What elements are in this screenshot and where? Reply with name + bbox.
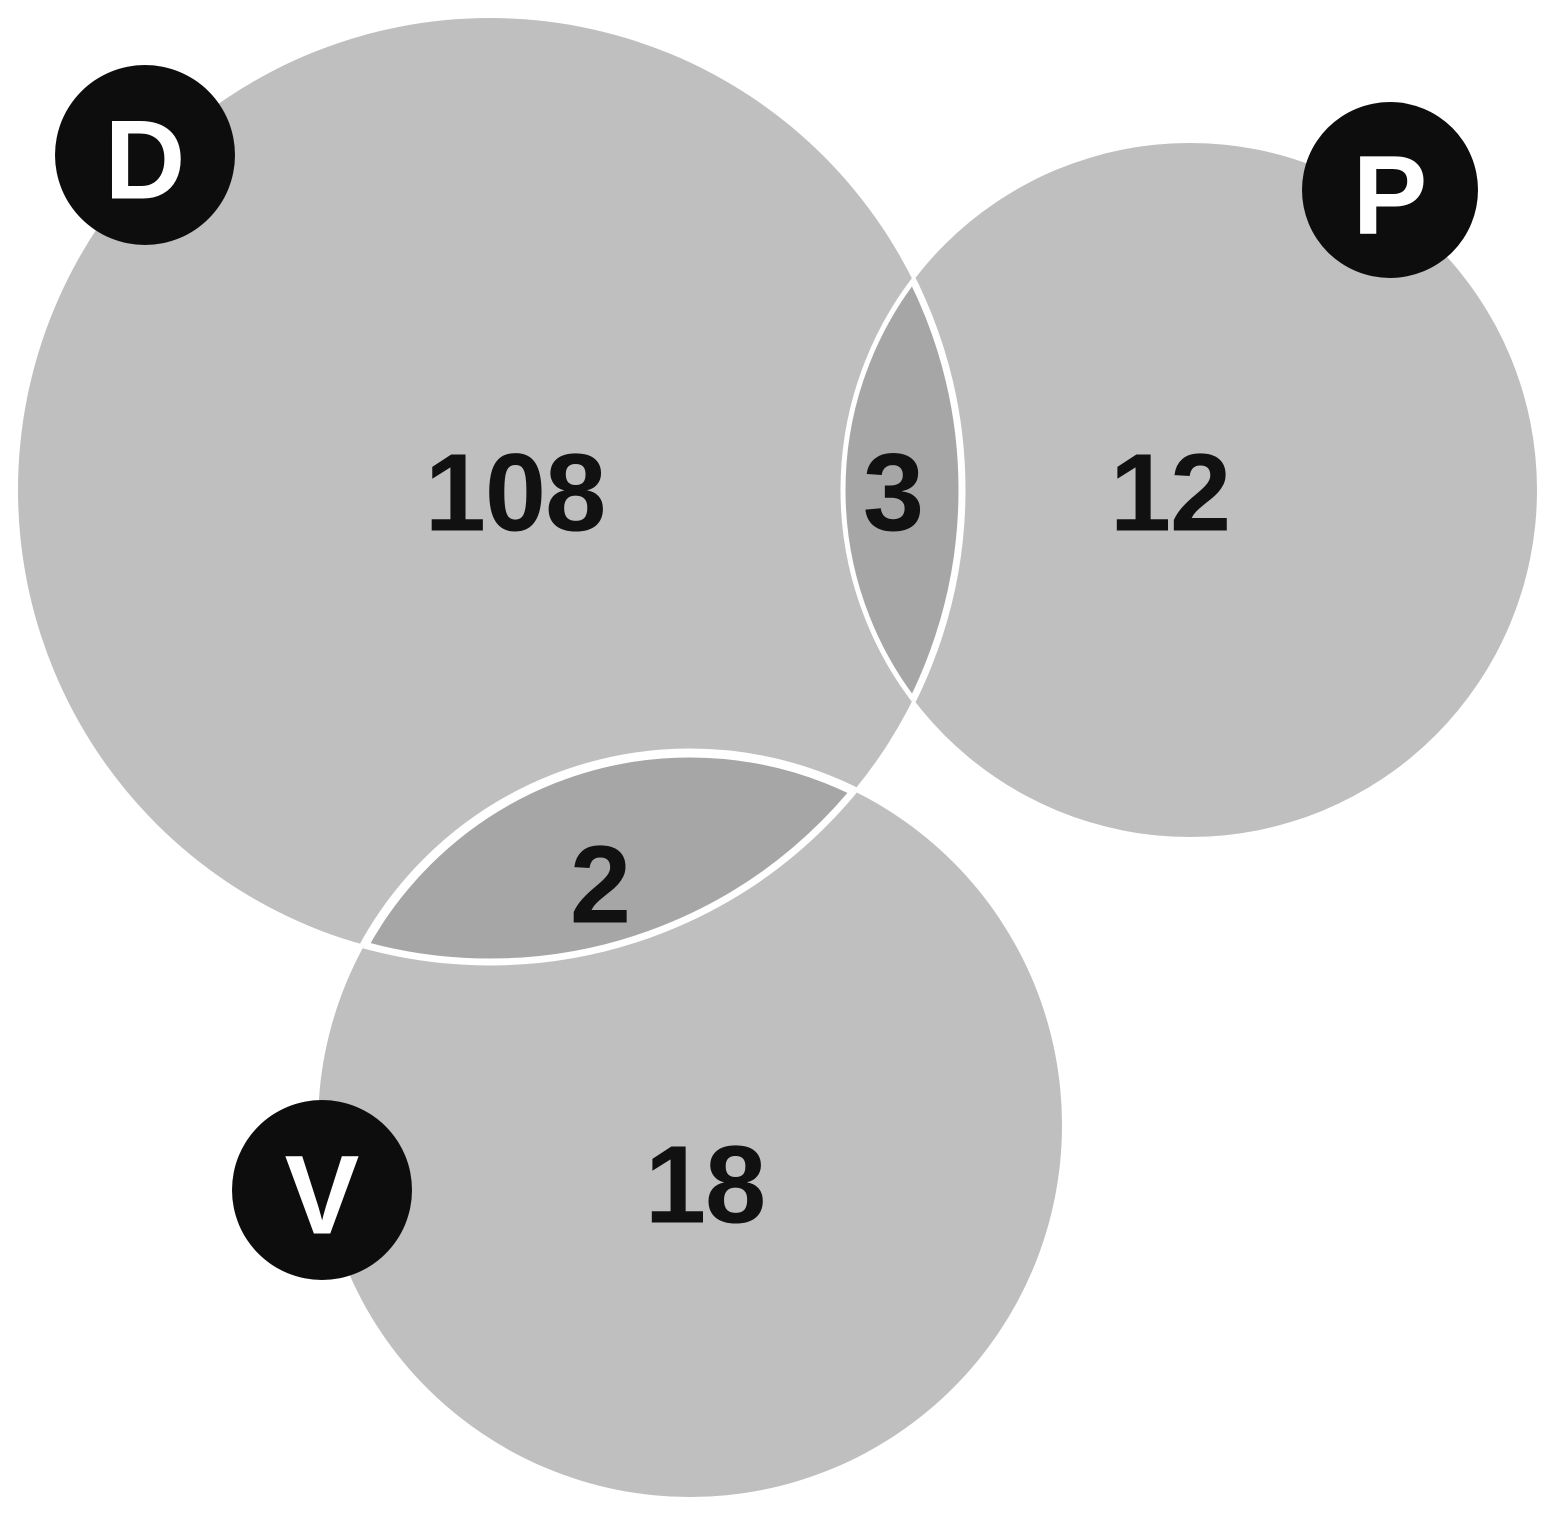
region-count-d-and-v: 2 xyxy=(570,824,630,947)
region-counts-group: 108 3 12 2 18 xyxy=(425,432,1231,1247)
outline-arc-v-inside-d xyxy=(313,748,962,962)
region-count-d-and-p: 3 xyxy=(863,432,923,555)
outline-arc-p-inside-d xyxy=(840,140,962,840)
region-count-v-only: 18 xyxy=(645,1124,765,1247)
set-circle-p xyxy=(843,143,1537,837)
set-badge-label-p: P xyxy=(1353,133,1428,258)
region-count-p-only: 12 xyxy=(1110,432,1230,555)
set-badges-group: D P V xyxy=(55,65,1478,1280)
outline-arc-d-inside-v xyxy=(318,753,966,966)
set-badge-p: P xyxy=(1302,102,1478,278)
outline-arc-d-inside-p xyxy=(843,143,966,837)
badge-disc-v xyxy=(232,1100,412,1280)
set-badge-label-d: D xyxy=(105,98,186,223)
set-badge-d: D xyxy=(55,65,235,245)
set-circles-group xyxy=(18,18,1537,1497)
set-circle-d xyxy=(18,18,962,962)
badge-disc-p xyxy=(1302,102,1478,278)
badge-disc-d xyxy=(55,65,235,245)
circle-outline-strokes-group xyxy=(313,140,966,966)
set-badge-label-v: V xyxy=(285,1133,360,1258)
region-count-d-only: 108 xyxy=(425,432,606,555)
set-badge-v: V xyxy=(232,1100,412,1280)
